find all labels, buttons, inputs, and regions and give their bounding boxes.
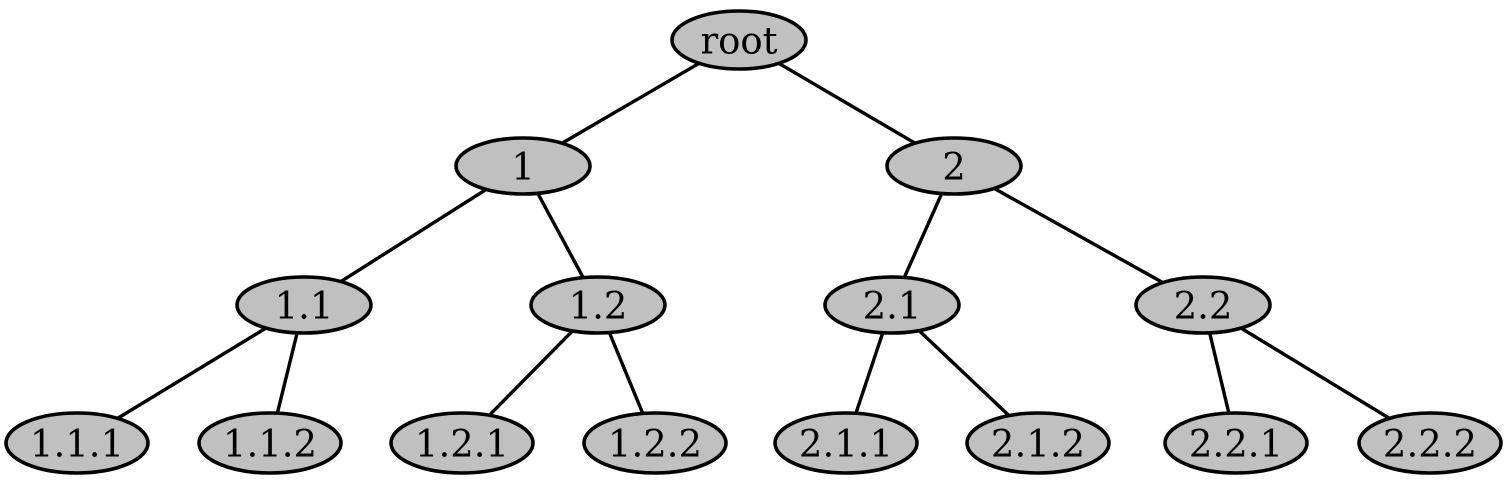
- tree-edge-2.2-to-2.2.1: [1207, 331, 1231, 415]
- node-label-2.2: 2.2: [1174, 285, 1233, 328]
- tree-node-2.2.2[interactable]: 2.2.2: [1357, 411, 1503, 475]
- node-ellipse-2.2: [1134, 275, 1272, 335]
- tree-node-2[interactable]: 2: [885, 136, 1023, 196]
- node-ellipse-1.2.1: [389, 411, 535, 475]
- node-label-1.2: 1.2: [569, 285, 628, 328]
- edge-layer: [115, 61, 1392, 421]
- node-ellipse-1.1: [235, 275, 373, 335]
- node-ellipse-2.2.2: [1357, 411, 1503, 475]
- tree-node-2.1.1[interactable]: 2.1.1: [773, 411, 919, 475]
- node-label-1: 1: [511, 146, 535, 189]
- tree-edge-2.2-to-2.2.2: [1239, 326, 1392, 421]
- tree-node-1.1.1[interactable]: 1.1.1: [4, 411, 150, 475]
- node-label-2.1: 2.1: [863, 285, 922, 328]
- tree-edge-2-to-2.2: [992, 186, 1165, 285]
- node-ellipse-2.2.1: [1163, 411, 1309, 475]
- tree-edge-1.1-to-1.1.1: [115, 326, 268, 421]
- node-layer: root 1 2 1.1 1.2 2.1 2.2 1.1.1 1.1.2 1.2.1 1.2.2 2.…: [4, 9, 1503, 475]
- node-label-2.2.1: 2.2.1: [1189, 423, 1283, 466]
- node-ellipse-1: [454, 136, 592, 196]
- node-ellipse-1.1.2: [197, 411, 343, 475]
- node-label-2: 2: [942, 146, 966, 189]
- tree-edge-root-to-2: [777, 61, 917, 145]
- node-ellipse-2.1.2: [965, 411, 1111, 475]
- node-ellipse-1.2: [529, 275, 667, 335]
- node-label-2.1.2: 2.1.2: [991, 423, 1085, 466]
- tree-edge-1.1-to-1.1.2: [275, 331, 299, 415]
- node-label-2.1.1: 2.1.1: [799, 423, 893, 466]
- tree-edge-root-to-1: [560, 61, 701, 145]
- node-ellipse-1.1.1: [4, 411, 150, 475]
- tree-node-2.2[interactable]: 2.2: [1134, 275, 1272, 335]
- tree-node-1.2[interactable]: 1.2: [529, 275, 667, 335]
- tree-node-2.1[interactable]: 2.1: [823, 275, 961, 335]
- node-label-root: root: [700, 20, 777, 63]
- node-label-1.2.2: 1.2.2: [608, 423, 702, 466]
- tree-edge-2.1-to-2.1.2: [917, 328, 1011, 418]
- tree-edge-2.1-to-2.1.1: [854, 331, 885, 415]
- node-label-1.1.1: 1.1.1: [30, 423, 124, 466]
- tree-node-1.1[interactable]: 1.1: [235, 275, 373, 335]
- tree-edge-1.2-to-1.2.1: [487, 329, 575, 418]
- tree-node-1[interactable]: 1: [454, 136, 592, 196]
- node-ellipse-root: [670, 9, 808, 71]
- tree-edge-1-to-1.1: [339, 187, 488, 284]
- node-ellipse-2: [885, 136, 1023, 196]
- tree-node-2.2.1[interactable]: 2.2.1: [1163, 411, 1309, 475]
- tree-node-root[interactable]: root: [670, 9, 808, 71]
- node-ellipse-2.1.1: [773, 411, 919, 475]
- node-label-1.1.2: 1.1.2: [223, 423, 317, 466]
- node-ellipse-1.2.2: [582, 411, 728, 475]
- tree-edge-2-to-2.1: [902, 191, 944, 280]
- node-label-2.2.2: 2.2.2: [1383, 423, 1477, 466]
- tree-node-1.1.2[interactable]: 1.1.2: [197, 411, 343, 475]
- node-label-1.2.1: 1.2.1: [415, 423, 509, 466]
- tree-node-1.2.1[interactable]: 1.2.1: [389, 411, 535, 475]
- tree-node-2.1.2[interactable]: 2.1.2: [965, 411, 1111, 475]
- tree-edge-1.2-to-1.2.2: [607, 330, 645, 416]
- tree-node-1.2.2[interactable]: 1.2.2: [582, 411, 728, 475]
- node-ellipse-2.1: [823, 275, 961, 335]
- tree-edge-1-to-1.2: [536, 191, 585, 280]
- node-label-1.1: 1.1: [275, 285, 334, 328]
